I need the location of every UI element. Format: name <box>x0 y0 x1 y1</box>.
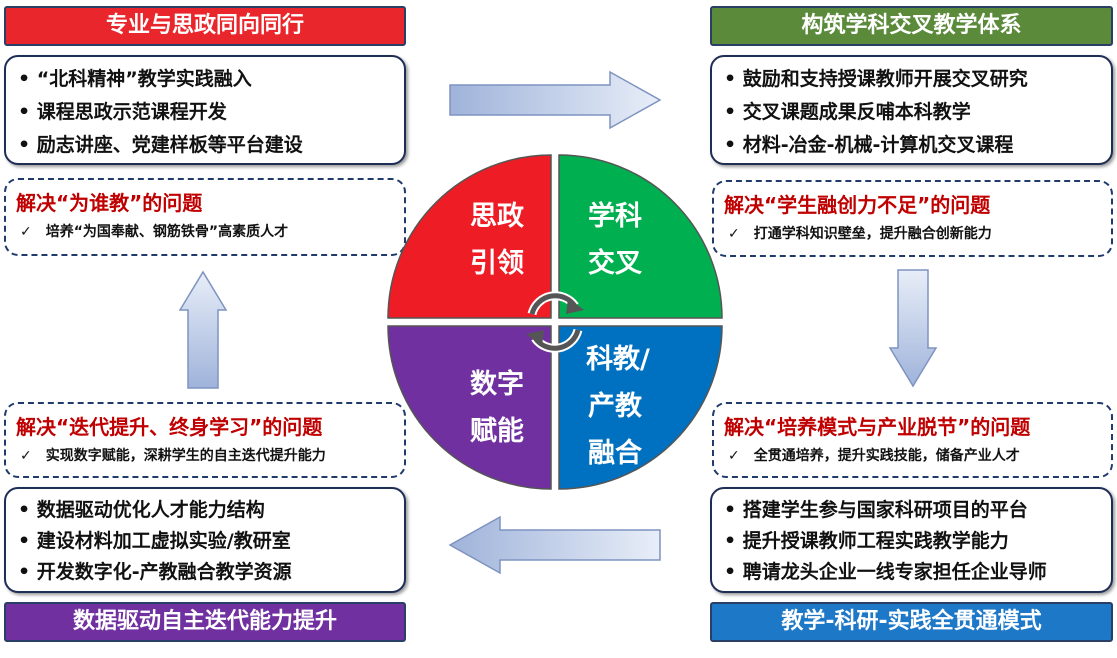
problem-title: 解决“迭代提升、终身学习”的问题 <box>16 415 323 439</box>
quadrant-label: 引领 <box>470 248 524 279</box>
solution: ✓ 全贯通培养，提升实践技能，储备产业人才 <box>724 444 1101 468</box>
arrow-down-icon <box>888 269 938 388</box>
problem-box-interdisciplinary: 解决“学生融创力不足”的问题 ✓ 打通学科知识壁垒，提升融合创新能力 <box>712 180 1113 257</box>
bullet: 提升授课教师工程实践教学能力 <box>724 526 1099 557</box>
check-icon: ✓ <box>20 448 32 464</box>
solution: ✓ 实现数字赋能，深耕学生的自主迭代提升能力 <box>16 444 394 468</box>
problem-box-digital: 解决“迭代提升、终身学习”的问题 ✓ 实现数字赋能，深耕学生的自主迭代提升能力 <box>4 402 406 478</box>
quadrant-label: 思政 <box>470 201 524 232</box>
bullet: 励志讲座、党建样板等平台建设 <box>18 129 392 162</box>
bullets-industry: 搭建学生参与国家科研项目的平台 提升授课教师工程实践教学能力 聘请龙头企业一线专… <box>710 487 1113 593</box>
quadrant-industry <box>558 325 723 490</box>
title-industry: 教学-科研-实践全贯通模式 <box>710 602 1113 642</box>
bullets-interdisciplinary: 鼓励和支持授课教师开展交叉研究 交叉课题成果反哺本科教学 材料-冶金-机械-计算… <box>710 55 1113 165</box>
check-icon: ✓ <box>728 448 740 464</box>
bullet: 聘请龙头企业一线专家担任企业导师 <box>724 557 1099 588</box>
check-icon: ✓ <box>728 226 740 242</box>
problem-title: 解决“学生融创力不足”的问题 <box>724 193 991 217</box>
cycle-arrows-icon <box>526 291 584 353</box>
quadrant-label: 数字 <box>470 368 524 400</box>
title-interdisciplinary: 构筑学科交叉教学体系 <box>710 6 1113 46</box>
quadrant-label: 科教/ <box>586 344 650 375</box>
title-digital: 数据驱动自主迭代能力提升 <box>4 602 406 642</box>
bullets-ideology: “北科精神”教学实践融入 课程思政示范课程开发 励志讲座、党建样板等平台建设 <box>4 55 406 165</box>
solution-text: 全贯通培养，提升实践技能，储备产业人才 <box>753 448 1020 464</box>
quadrant-label: 赋能 <box>470 415 524 447</box>
bullet: 建设材料加工虚拟实验/教研室 <box>18 526 392 557</box>
arrow-up-icon <box>178 270 228 389</box>
quadrant-digital <box>387 325 552 490</box>
quadrant-label: 产教 <box>588 391 642 422</box>
solution: ✓ 培养“为国奉献、钢筋铁骨”高素质人才 <box>16 220 394 244</box>
bullet: 鼓励和支持授课教师开展交叉研究 <box>724 63 1099 96</box>
solution: ✓ 打通学科知识壁垒，提升融合创新能力 <box>724 222 1101 246</box>
arrow-left-icon <box>448 515 661 575</box>
quadrant-label: 学科 <box>588 200 642 232</box>
arrow-right-icon <box>449 70 662 130</box>
solution-text: 实现数字赋能，深耕学生的自主迭代提升能力 <box>45 448 326 464</box>
problem-box-ideology: 解决“为谁教”的问题 ✓ 培养“为国奉献、钢筋铁骨”高素质人才 <box>4 178 406 256</box>
bullet: 材料-冶金-机械-计算机交叉课程 <box>724 129 1099 162</box>
bullet: “北科精神”教学实践融入 <box>18 63 392 96</box>
bullet: 交叉课题成果反哺本科教学 <box>724 96 1099 129</box>
solution-text: 培养“为国奉献、钢筋铁骨”高素质人才 <box>45 224 289 240</box>
quadrant-ideology <box>387 154 552 319</box>
bullet: 搭建学生参与国家科研项目的平台 <box>724 495 1099 526</box>
quadrant-label: 融合 <box>588 437 642 469</box>
bullet: 开发数字化-产教融合教学资源 <box>18 557 392 588</box>
bullet: 数据驱动优化人才能力结构 <box>18 495 392 526</box>
title-ideology: 专业与思政同向同行 <box>4 6 406 46</box>
quadrant-interdisciplinary <box>558 154 723 319</box>
quadrant-label: 交叉 <box>588 247 642 279</box>
problem-title: 解决“培养模式与产业脱节”的问题 <box>724 415 1031 439</box>
problem-title: 解决“为谁教”的问题 <box>16 191 203 215</box>
problem-box-industry: 解决“培养模式与产业脱节”的问题 ✓ 全贯通培养，提升实践技能，储备产业人才 <box>712 402 1113 478</box>
bullet: 课程思政示范课程开发 <box>18 96 392 129</box>
check-icon: ✓ <box>20 224 32 240</box>
bullets-digital: 数据驱动优化人才能力结构 建设材料加工虚拟实验/教研室 开发数字化-产教融合教学… <box>4 487 406 593</box>
solution-text: 打通学科知识壁垒，提升融合创新能力 <box>753 226 992 242</box>
